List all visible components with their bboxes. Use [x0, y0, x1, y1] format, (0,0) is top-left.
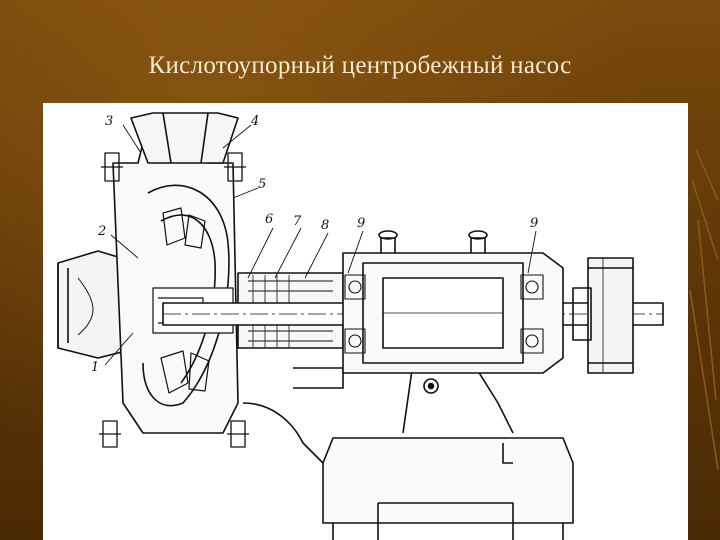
slide-title: Кислотоупорный центробежный насос — [148, 52, 572, 79]
leader-lines — [104, 124, 537, 366]
callout-6: 6 — [265, 212, 273, 227]
callout-1: 1 — [91, 360, 99, 375]
callout-4: 4 — [250, 114, 259, 129]
coupling — [587, 257, 634, 374]
bearings — [344, 274, 544, 354]
callout-9-right: 9 — [530, 216, 538, 231]
callout-3: 3 — [105, 114, 113, 129]
pump-cross-section: 3 4 5 2 6 7 8 9 9 1 — [57, 112, 664, 540]
flange-bolts — [99, 152, 249, 448]
callout-9-left: 9 — [357, 216, 365, 231]
callout-5: 5 — [258, 177, 266, 192]
decorative-lines — [689, 149, 719, 471]
pedestal — [322, 437, 574, 524]
callout-2: 2 — [97, 224, 106, 239]
callout-8: 8 — [321, 218, 329, 233]
pump-drawing: 3 4 5 2 6 7 8 9 9 1 — [43, 103, 688, 540]
discharge-nozzle — [130, 112, 239, 164]
callout-7: 7 — [293, 214, 302, 229]
oil-caps — [378, 230, 488, 253]
